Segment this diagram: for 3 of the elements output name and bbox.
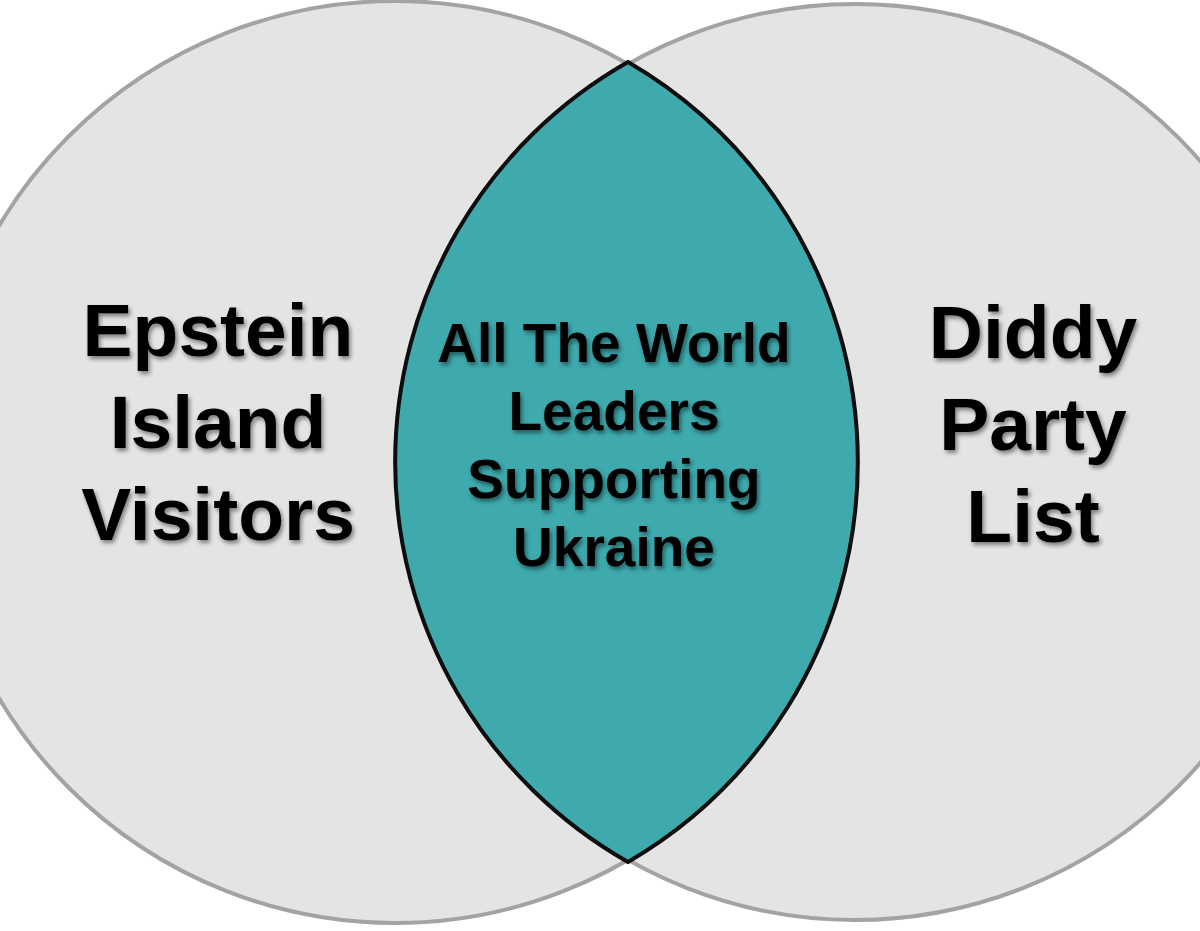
- set-label: Diddy Party List: [927, 289, 1139, 560]
- overlap-label: All The World Leaders Supporting Ukraine: [436, 311, 792, 580]
- set-label: Epstein Island Visitors: [80, 287, 356, 558]
